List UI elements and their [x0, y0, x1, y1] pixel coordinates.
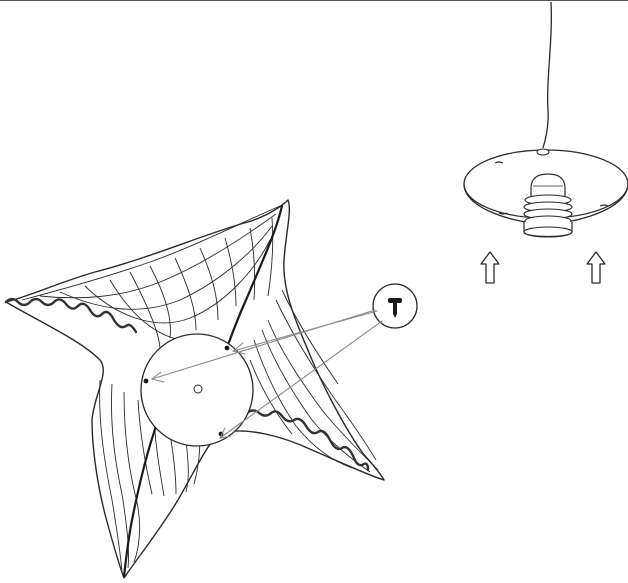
canopy-slot-1: [494, 161, 504, 164]
leader-arrow-1: [232, 310, 378, 352]
shade-pleats: [21, 205, 379, 573]
screw-icon: [388, 298, 402, 318]
top-border-line: [0, 0, 628, 1]
hollow-up-arrow-icon-right: [586, 251, 606, 284]
leader-arrows: [150, 309, 383, 439]
leader-arrowhead-2: [150, 371, 165, 383]
screw-hole-1: [224, 345, 230, 351]
shade-hem-left: [4, 297, 138, 334]
shade-seams: [122, 204, 284, 578]
shade-hem-right: [244, 409, 370, 472]
disc-icon: [140, 333, 254, 447]
leader-arrow-2: [151, 309, 376, 380]
star-shade-icon: [4, 199, 385, 579]
cord-icon: [542, 1, 552, 149]
hollow-up-arrow-icon-left: [480, 251, 500, 284]
canopy-slot-2: [498, 212, 508, 215]
canopy-assembly: [463, 1, 628, 284]
leader-arrowhead-1: [231, 342, 246, 355]
screw-detail: [372, 283, 418, 329]
leader-arrowhead-3: [219, 427, 232, 439]
center-hole: [193, 384, 203, 394]
screw-hole-2: [143, 378, 149, 384]
leader-arrow-3: [219, 320, 383, 439]
socket-icon: [523, 173, 573, 238]
canopy-slot-3: [599, 204, 609, 207]
